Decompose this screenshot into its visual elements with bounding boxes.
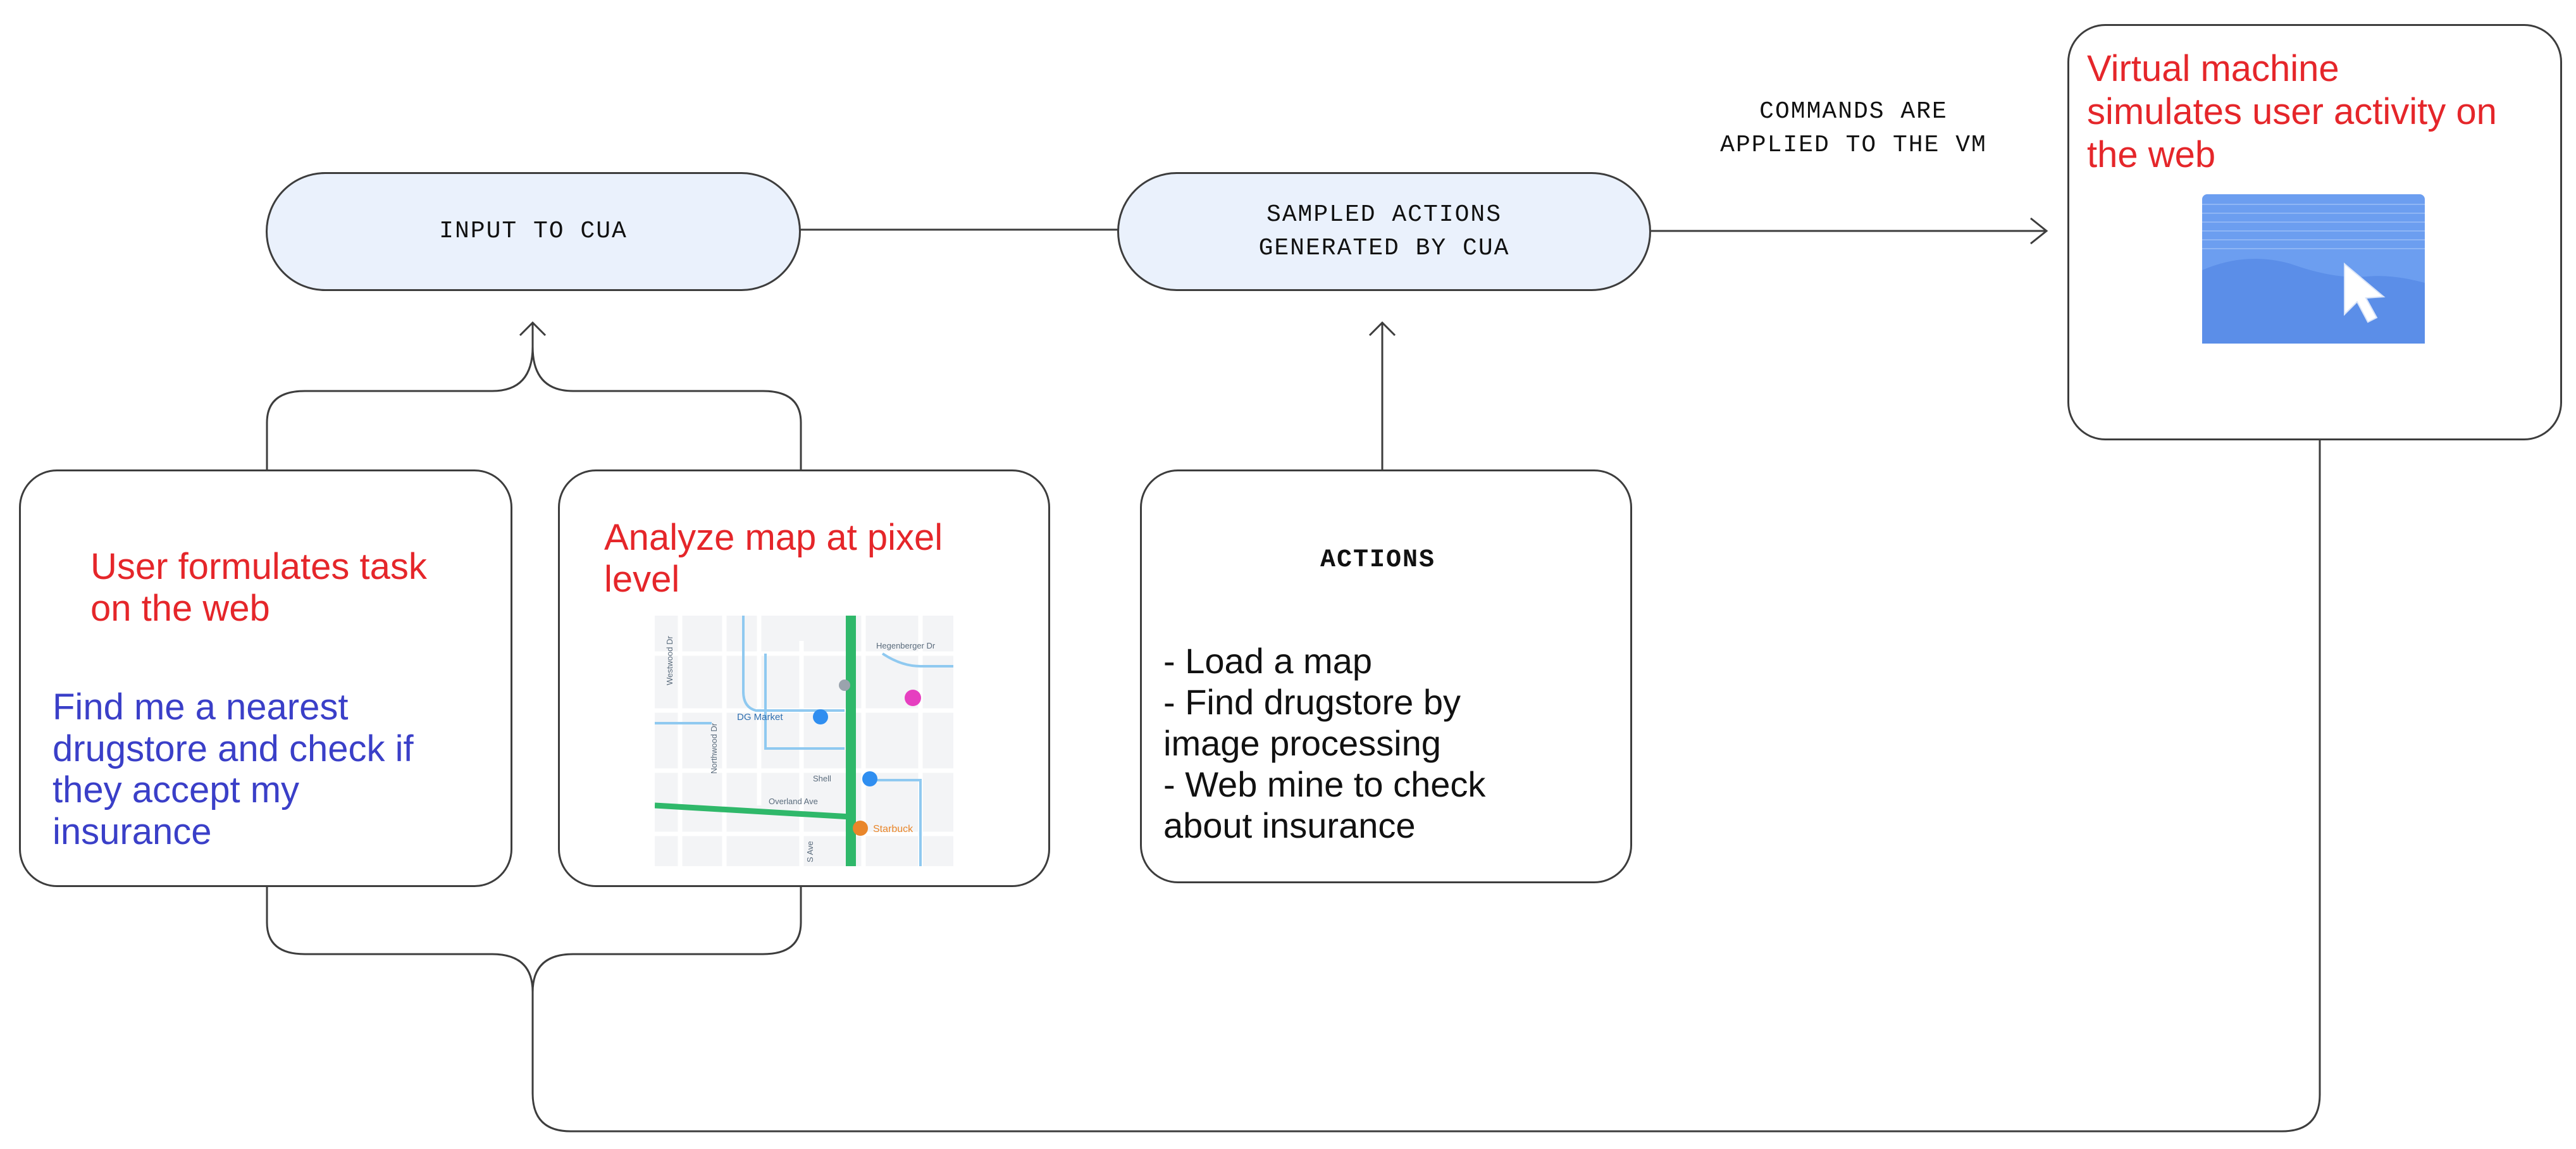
sampled-actions-label-line1: SAMPLED ACTIONS	[1266, 201, 1502, 228]
pink-poi-icon	[905, 690, 921, 706]
analyze-map-heading: Analyze map at pixel level	[604, 517, 1041, 600]
analyze-map-heading-line2: level	[604, 558, 680, 600]
input-to-cua-node: INPUT TO CUA	[266, 172, 801, 291]
vm-heading: Virtual machine simulates user activity …	[2087, 47, 2555, 177]
commands-caption-line2: APPLIED TO THE VM	[1720, 132, 1987, 159]
arrowhead-to-vm	[2030, 217, 2048, 245]
dg-market-poi-icon	[813, 709, 828, 724]
map-poi-label: DG Market	[737, 712, 783, 723]
input-to-cua-label: INPUT TO CUA	[439, 218, 628, 245]
arrowhead-to-sampled	[1368, 321, 1396, 337]
vm-heading-line2: simulates user activity on	[2087, 90, 2497, 132]
analyze-map-heading-line1: Analyze map at pixel	[604, 517, 943, 558]
user-task-heading-line2: on the web	[90, 587, 270, 629]
sampled-actions-node: SAMPLED ACTIONS GENERATED BY CUA	[1117, 172, 1651, 291]
browser-window-icon	[2202, 194, 2425, 344]
map-thumbnail: Westwood Dr Hegenberger Dr Northwood Dr …	[655, 616, 953, 866]
vm-card: Virtual machine simulates user activity …	[2067, 24, 2562, 440]
actions-list: - Load a map - Find drugstore by image p…	[1163, 641, 1619, 847]
map-poi-label: Starbuck	[873, 824, 913, 835]
map-street-label: Northwood Dr	[709, 723, 719, 774]
actions-card: ACTIONS - Load a map - Find drugstore by…	[1140, 469, 1632, 883]
map-street-label: Westwood Dr	[665, 636, 674, 685]
vm-heading-line3: the web	[2087, 134, 2216, 175]
user-task-heading-line1: User formulates task	[90, 546, 427, 587]
user-task-body-line1: Find me a nearest	[53, 686, 349, 728]
shell-poi-icon	[839, 680, 850, 691]
actions-list-item: about insurance	[1163, 805, 1416, 845]
analyze-map-card: Analyze map at pixel level	[558, 469, 1050, 887]
commands-caption: COMMANDS ARE APPLIED TO THE VM	[1695, 95, 2012, 162]
arrowhead-to-input	[519, 321, 547, 337]
user-task-body-line2: drugstore and check if	[53, 728, 414, 769]
map-poi-label: Shell	[813, 774, 831, 783]
user-task-card: User formulates task on the web Find me …	[19, 469, 512, 887]
cursor-icon	[2344, 262, 2386, 323]
user-task-body-line3: they accept my	[53, 769, 300, 811]
input-brace	[266, 346, 802, 473]
user-task-body: Find me a nearest drugstore and check if…	[53, 686, 508, 852]
actions-list-item: - Load a map	[1163, 641, 1372, 681]
user-task-heading: User formulates task on the web	[90, 546, 508, 629]
actions-list-item: image processing	[1163, 723, 1441, 763]
map-street-label: Overland Ave	[769, 797, 818, 806]
bottom-brace	[266, 887, 802, 993]
actions-list-item: - Web mine to check	[1163, 764, 1486, 804]
actions-list-item: - Find drugstore by	[1163, 681, 1461, 722]
sampled-actions-label-line2: GENERATED BY CUA	[1258, 235, 1510, 262]
shop-poi-icon	[862, 771, 877, 786]
map-street-label: S Ave	[805, 841, 815, 862]
actions-title: ACTIONS	[1320, 546, 1436, 574]
vm-heading-line1: Virtual machine	[2087, 48, 2339, 89]
user-task-body-line4: insurance	[53, 811, 212, 852]
commands-caption-line1: COMMANDS ARE	[1759, 98, 1948, 125]
starbucks-poi-icon	[853, 821, 868, 836]
map-street-label: Hegenberger Dr	[876, 641, 936, 650]
